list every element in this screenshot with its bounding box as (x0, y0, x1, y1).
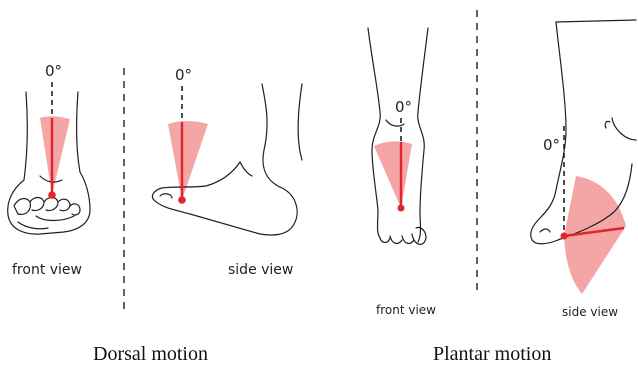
dorsal-side-zero-label: 0° (175, 66, 192, 84)
plantar-front-zero-label: 0° (395, 98, 412, 116)
dorsal-side-pivot-dot (178, 196, 186, 204)
plantar-front-foot-outline (368, 28, 428, 244)
dorsal-side-range-wedge (168, 121, 208, 200)
dorsal-side-view (152, 84, 302, 235)
plantar-side-view (531, 20, 636, 294)
plantar-motion-caption: Plantar motion (433, 343, 551, 366)
plantar-side-pivot-dot (561, 233, 568, 240)
dorsal-motion-caption: Dorsal motion (93, 343, 208, 366)
plantar-front-view-label: front view (376, 303, 436, 317)
dorsal-front-pivot-dot (48, 191, 56, 199)
plantar-front-pivot-dot (398, 205, 405, 212)
dorsal-front-view (8, 82, 90, 234)
plantar-front-range-wedge (374, 141, 412, 208)
dorsal-front-range-wedge (40, 116, 70, 195)
dorsal-front-zero-label: 0° (45, 62, 62, 80)
plantar-side-zero-label: 0° (543, 136, 560, 154)
plantar-front-view (368, 28, 428, 244)
dorsal-front-view-label: front view (12, 262, 82, 278)
plantar-side-view-label: side view (562, 305, 618, 319)
dorsal-side-view-label: side view (228, 262, 293, 278)
